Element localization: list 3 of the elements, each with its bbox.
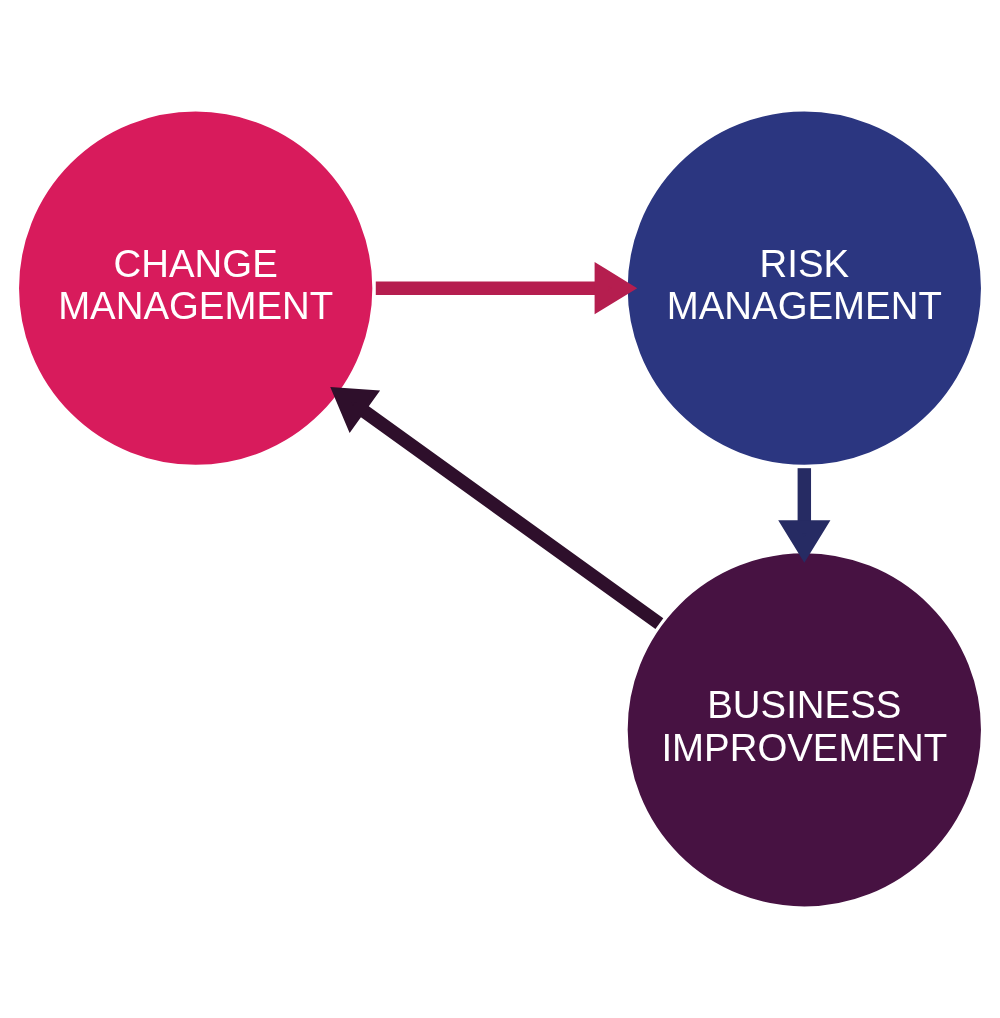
- arrow: [778, 468, 831, 563]
- arrow: [375, 262, 638, 315]
- arrow: [330, 386, 664, 630]
